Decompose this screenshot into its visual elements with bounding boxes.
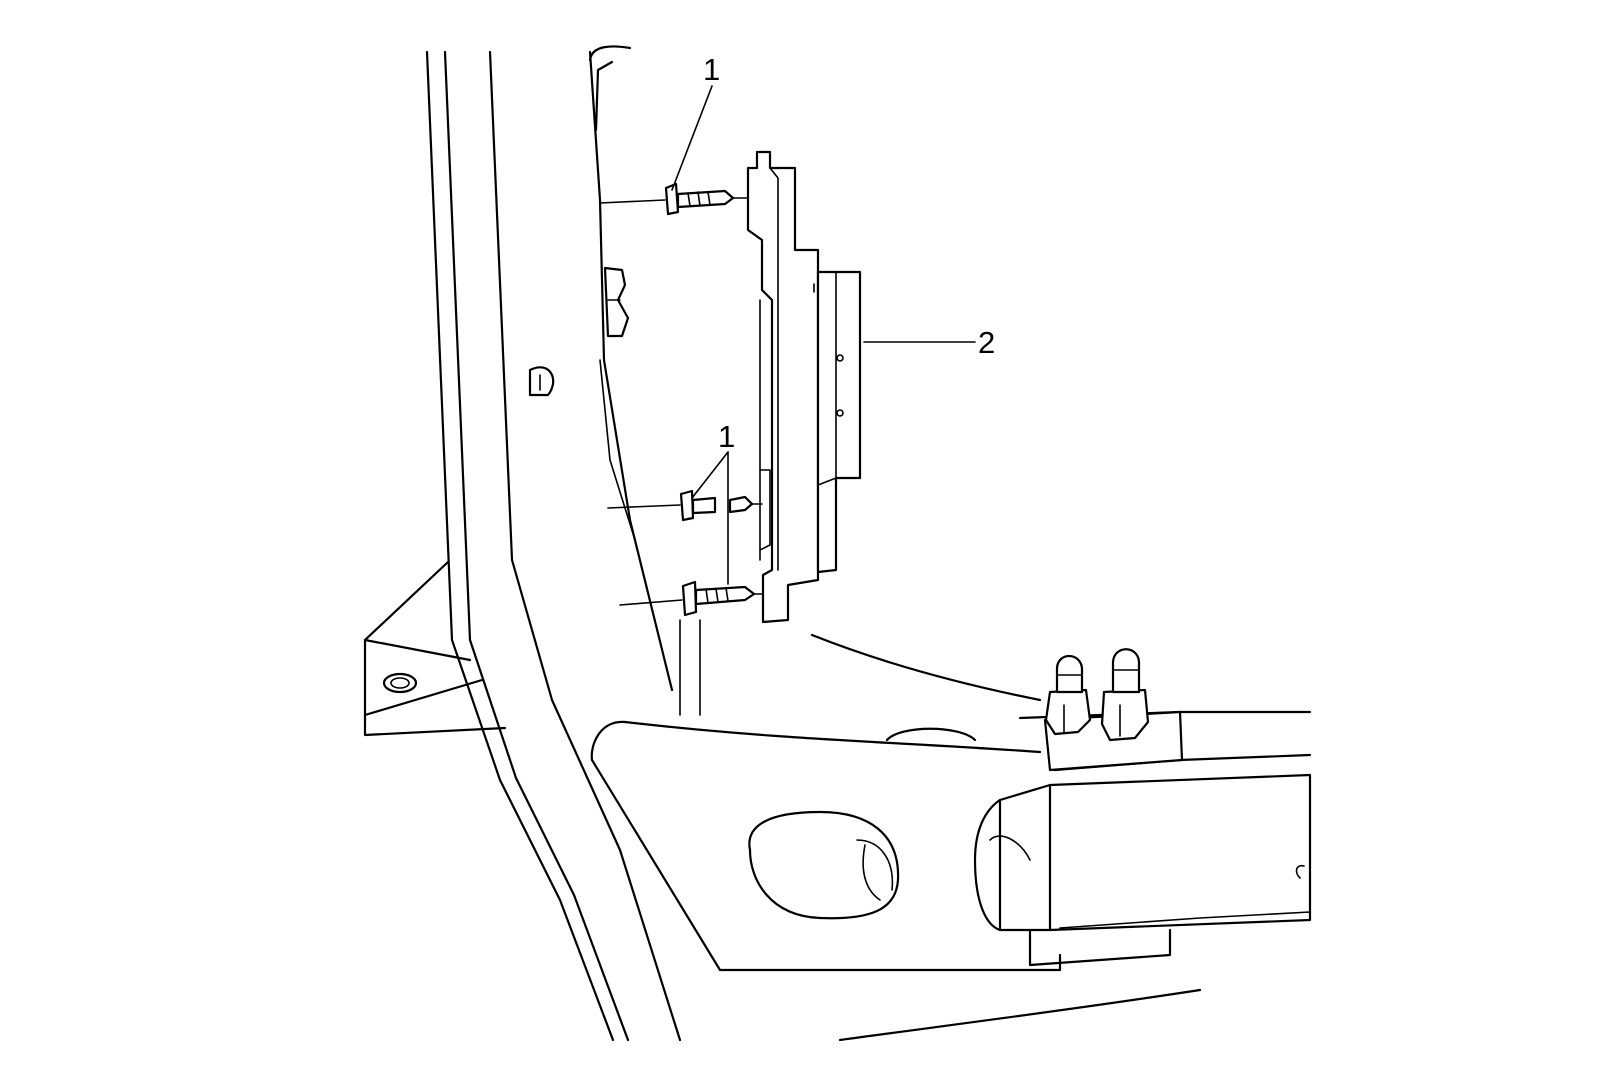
callout-label-upper-fastener: 1 xyxy=(703,52,720,87)
callout-leaders xyxy=(671,85,976,585)
module xyxy=(746,150,862,624)
frame-studs xyxy=(1043,648,1184,772)
callout-label-lower-fasteners: 1 xyxy=(718,419,735,454)
pillar-tab xyxy=(528,366,555,397)
fastener-upper xyxy=(599,182,749,216)
frame-crossmember xyxy=(590,633,1062,972)
bracket-hole xyxy=(382,672,418,694)
body-pillar xyxy=(425,45,682,1042)
mount-bracket xyxy=(363,560,507,737)
pillar-nut xyxy=(603,266,630,338)
fastener-middle xyxy=(607,489,763,522)
callout-label-module: 2 xyxy=(978,325,995,360)
frame-cutout xyxy=(748,810,900,920)
fastener-lower xyxy=(619,580,764,716)
